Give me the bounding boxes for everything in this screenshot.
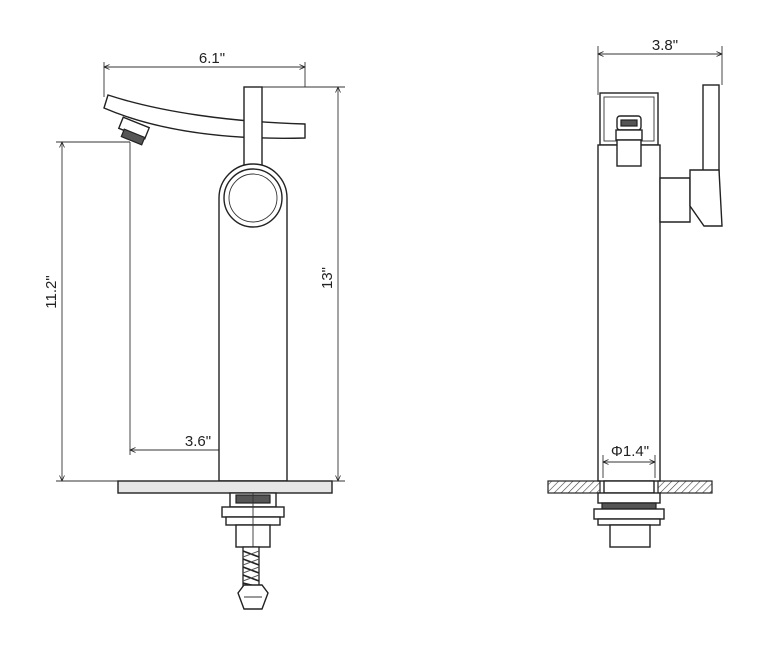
dim-height-spout-label: 11.2" — [43, 275, 60, 308]
dim-depth-side: 3.8" — [598, 37, 722, 95]
side-aerator — [615, 115, 643, 141]
aerator — [117, 116, 151, 146]
side-mounting-shank — [593, 480, 665, 548]
side-handle-cartridge — [659, 177, 691, 223]
countertop-section — [547, 480, 713, 494]
side-view: 3.8" Φ1.4" — [547, 37, 723, 548]
dim-diameter-label: Φ1.4" — [611, 443, 649, 460]
side-neck — [616, 139, 642, 167]
front-view: 6.1" 13" 11.2" 3.6" — [43, 50, 345, 610]
dim-diameter: Φ1.4" — [603, 443, 655, 478]
handle-hub — [223, 168, 283, 228]
dim-depth-label: 3.8" — [652, 37, 678, 54]
faucet-body — [218, 163, 288, 482]
side-body — [597, 144, 661, 482]
dim-spout-reach-label: 3.6" — [185, 433, 211, 450]
supply-hose — [242, 546, 260, 588]
dim-width-label: 6.1" — [199, 50, 225, 67]
base-plate — [117, 480, 333, 494]
dim-width-front: 6.1" — [104, 50, 305, 97]
side-handle-lever — [702, 84, 720, 178]
dim-height-total-label: 13" — [319, 267, 336, 289]
mounting-shank — [221, 492, 285, 548]
dim-height-spout: 11.2" — [43, 142, 130, 481]
